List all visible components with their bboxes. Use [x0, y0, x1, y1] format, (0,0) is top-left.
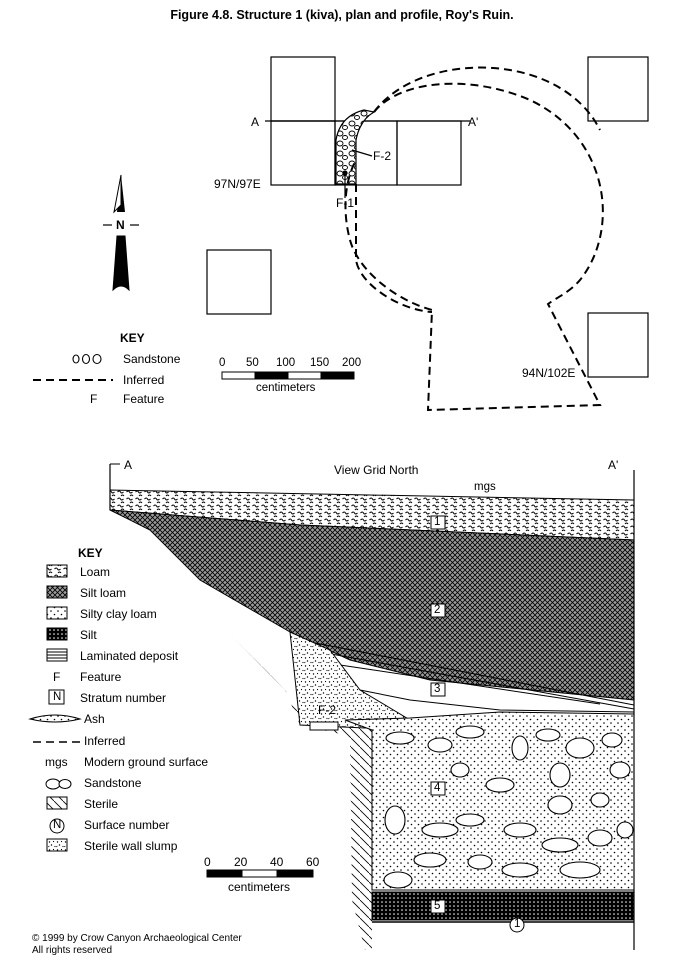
profile-scale-tick: 20	[234, 855, 248, 869]
surface-number-circle	[509, 917, 525, 933]
sandstone-blocks	[383, 725, 634, 889]
profile-key-slump: Sterile wall slump	[84, 839, 178, 853]
profile-key-surface: Surface number	[84, 818, 170, 832]
plan-key-sandstone: Sandstone	[123, 352, 181, 366]
profile-key-sandstone: Sandstone	[84, 776, 142, 790]
profile-key-stratum: Stratum number	[80, 691, 167, 705]
profile-key-silt: Silt	[80, 628, 97, 642]
section-label-a-prime: A'	[468, 115, 479, 129]
profile-key-silt-loam: Silt loam	[80, 586, 127, 600]
profile-scale-unit: centimeters	[228, 880, 291, 894]
north-arrow	[103, 174, 139, 292]
feature-point	[342, 170, 348, 176]
grid-unit	[270, 56, 336, 122]
profile-label-a-prime: A'	[608, 458, 619, 472]
profile-key-laminated: Laminated deposit	[80, 649, 179, 663]
feature-leader	[351, 149, 373, 157]
plan-key-feature-symbol: F	[90, 392, 98, 406]
plan-key-symbols	[33, 353, 113, 381]
stratum-number: 1	[434, 516, 441, 528]
stratum-number: 2	[434, 604, 441, 616]
plan-scale-tick: 200	[342, 357, 362, 369]
profile-scale-bar	[206, 869, 314, 878]
profile-scale-tick: 40	[270, 855, 284, 869]
profile-key-feature-symbol: F	[53, 670, 61, 684]
plan-key-feature: Feature	[123, 392, 165, 406]
plan-key-inferred: Inferred	[123, 373, 165, 387]
profile-view-label: View Grid North	[334, 463, 419, 477]
profile-scale-tick: 60	[306, 855, 320, 869]
feature-label-f2: F-2	[373, 149, 391, 163]
mgs-label: mgs	[474, 481, 496, 493]
copyright-line-1: © 1999 by Crow Canyon Archaeological Cen…	[32, 933, 242, 944]
profile-key-mgs-symbol: mgs	[45, 755, 68, 769]
grid-unit	[396, 120, 462, 186]
profile-scale-tick: 0	[204, 855, 211, 869]
sandstone-symbol	[92, 353, 102, 365]
grid-unit	[587, 312, 649, 378]
profile-key-surface-symbol: N	[53, 819, 62, 831]
profile-key-sterile: Sterile	[84, 797, 119, 811]
profile-key-silty-clay-loam: Silty clay loam	[80, 607, 157, 621]
sandstone-symbol	[81, 353, 91, 365]
grid-unit	[587, 56, 649, 122]
north-label: N	[116, 218, 125, 232]
profile-key-symbols	[28, 564, 82, 852]
stratum-5-silt	[371, 891, 635, 921]
grid-unit	[270, 120, 336, 186]
plan-view	[206, 56, 649, 412]
figure-title: Figure 4.8. Structure 1 (kiva), plan and…	[170, 8, 514, 22]
plan-key-title: KEY	[120, 331, 145, 345]
plan-scale-tick: 50	[246, 357, 259, 369]
grid-label-94n-102e: 94N/102E	[522, 366, 576, 380]
stratum-number: 4	[434, 782, 441, 794]
stratum-number-boxes	[430, 515, 446, 914]
kiva-inferred-outline	[344, 66, 604, 412]
grid-label-97n-97e: 97N/97E	[214, 177, 261, 191]
sandstone-symbol	[72, 354, 80, 364]
profile-key-feature: Feature	[80, 670, 122, 684]
profile-key-ash: Ash	[84, 712, 105, 726]
feature-f2-block	[309, 721, 339, 731]
copyright-line-2: All rights reserved	[32, 945, 113, 956]
plan-scale-tick: 100	[276, 357, 296, 369]
profile-view	[109, 463, 635, 950]
profile-key-inferred: Inferred	[84, 734, 126, 748]
profile-key-stratum-symbol: N	[53, 691, 62, 703]
grid-unit	[206, 249, 272, 315]
feature-label-f1: F-1	[336, 196, 354, 210]
plan-scale-unit: centimeters	[256, 382, 316, 394]
profile-label-a: A	[124, 458, 133, 472]
plan-scale-tick: 0	[219, 357, 226, 369]
stratum-number: 3	[434, 683, 441, 695]
section-label-a: A	[251, 115, 260, 129]
profile-key-title: KEY	[78, 546, 103, 560]
plan-scale-tick: 150	[310, 357, 330, 369]
profile-key-mgs: Modern ground surface	[84, 755, 209, 769]
stratum-number: 5	[434, 900, 441, 912]
plan-scale-bar	[221, 371, 355, 380]
profile-key-loam: Loam	[80, 565, 111, 579]
profile-feature-label: F-2	[318, 703, 336, 717]
surface-number: 1	[514, 918, 521, 930]
